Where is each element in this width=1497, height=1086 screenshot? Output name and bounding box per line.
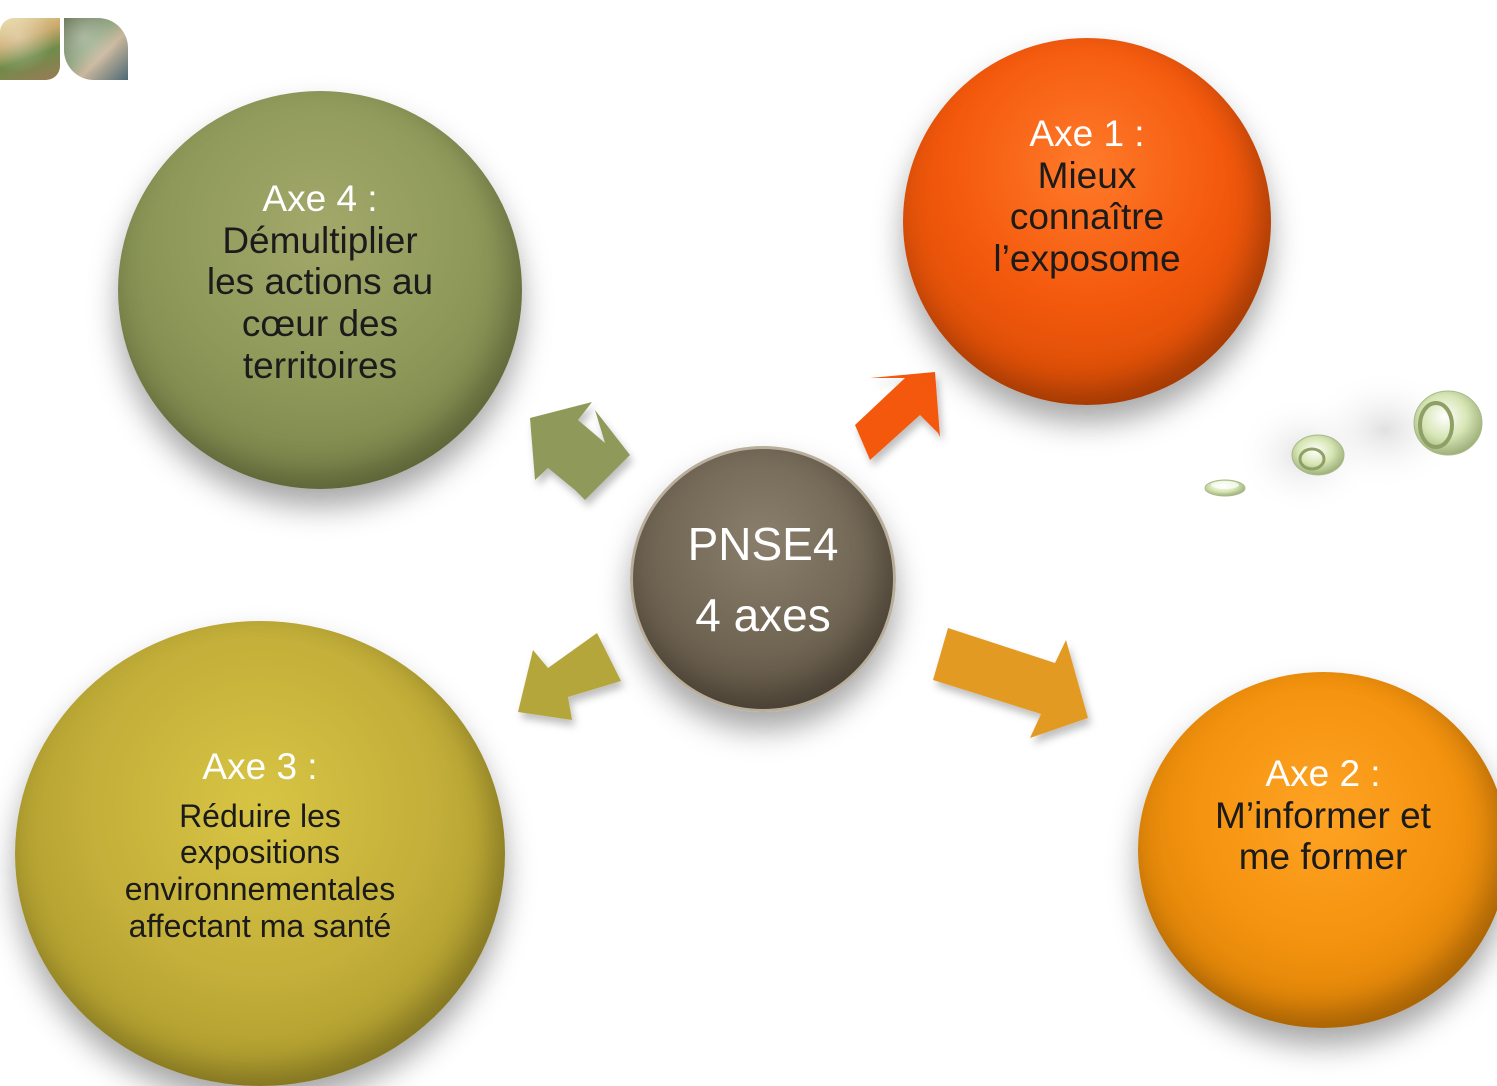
axe3-circle: Axe 3 : Réduire les expositions environn… xyxy=(15,621,505,1086)
axe2-circle: Axe 2 : M’informer et me former xyxy=(1138,672,1497,1028)
axe4-circle: Axe 4 : Démultiplier les actions au cœur… xyxy=(118,91,522,489)
center-title: PNSE4 xyxy=(687,518,839,570)
axe4-label: Axe 4 xyxy=(262,178,358,219)
logo xyxy=(0,18,130,80)
axe3-label: Axe 3 xyxy=(202,746,298,787)
axe2-label: Axe 2 xyxy=(1265,753,1361,794)
axe1-title: Axe 1 : xyxy=(1029,113,1145,155)
arrow-to-axe3 xyxy=(518,633,621,720)
axe4-text: Démultiplier les actions au cœur des ter… xyxy=(206,219,434,387)
axe3-colon: : xyxy=(297,746,318,787)
axe2-colon: : xyxy=(1360,753,1381,794)
decorative-rings xyxy=(1204,375,1483,515)
axe1-circle: Axe 1 : Mieux connaître l’exposome xyxy=(903,38,1271,405)
ring-large xyxy=(1413,390,1483,456)
axe1-label: Axe 1 xyxy=(1029,113,1125,154)
axe3-text: Réduire les expositions environnementale… xyxy=(124,797,396,945)
axe4-colon: : xyxy=(357,178,378,219)
axe1-colon: : xyxy=(1124,113,1145,154)
axe2-text: M’informer et me former xyxy=(1215,794,1431,878)
hands-water-photo-tile xyxy=(64,18,128,80)
arrow-to-axe4 xyxy=(530,402,630,500)
center-subtitle: 4 axes xyxy=(695,589,831,642)
axe4-title: Axe 4 : xyxy=(262,178,378,220)
arrow-to-axe2 xyxy=(933,628,1088,738)
axe1-text: Mieux connaître l’exposome xyxy=(993,154,1181,280)
axe3-title: Axe 3 : xyxy=(202,746,318,788)
arrow-to-axe1 xyxy=(855,372,940,460)
family-photo-tile xyxy=(0,18,60,80)
axe2-title: Axe 2 : xyxy=(1265,753,1381,795)
center-circle: PNSE4 4 axes xyxy=(630,446,896,712)
ring-medium xyxy=(1291,434,1345,476)
